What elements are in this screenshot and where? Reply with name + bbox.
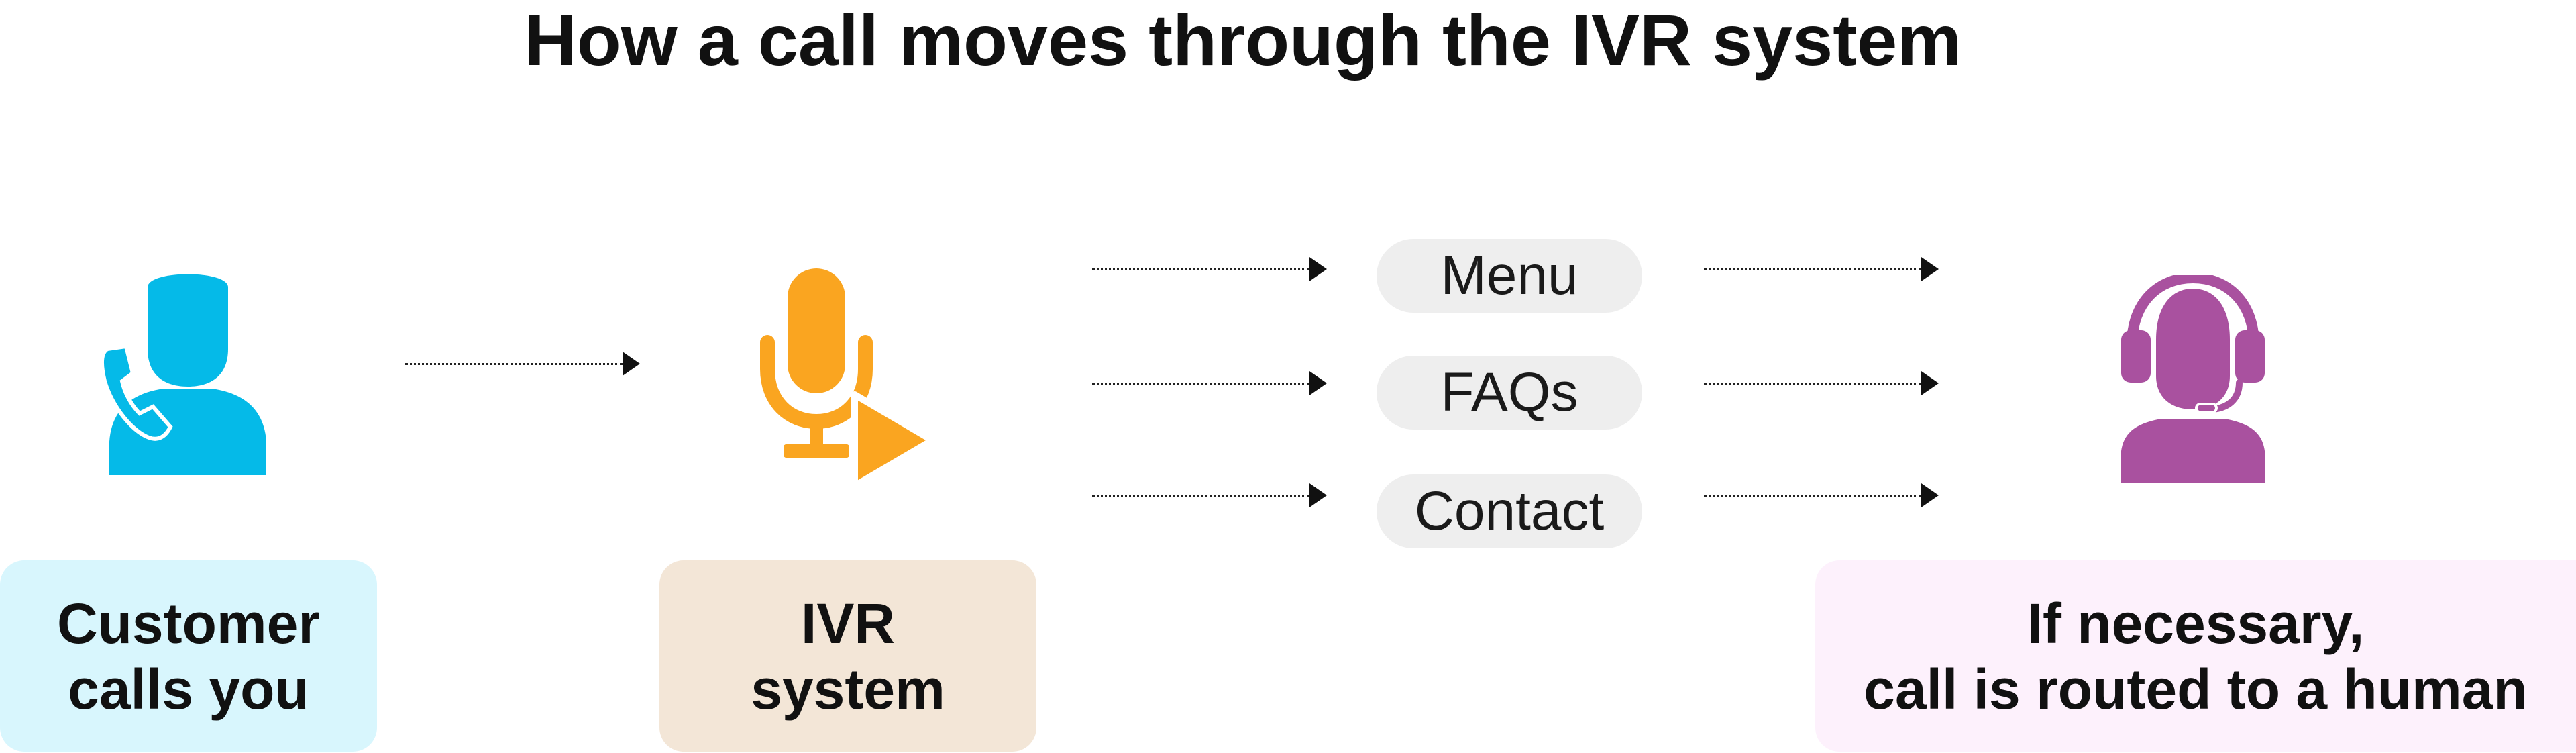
diagram-title: How a call moves through the IVR system	[524, 0, 1962, 81]
option-pill-contact: Contact	[1377, 474, 1642, 548]
agent-label-box: If necessary, call is routed to a human	[1815, 560, 2576, 752]
arrow-faqs-to-agent	[1704, 366, 1939, 400]
agent-label-line-2: call is routed to a human	[1864, 657, 2528, 721]
agent-label-line-1: If necessary,	[2027, 591, 2365, 655]
microphone-play-icon	[760, 268, 934, 489]
ivr-label-line-1: IVR	[800, 591, 896, 655]
ivr-label-box: IVR system	[659, 560, 1036, 752]
arrow-ivr-to-contact	[1092, 479, 1327, 512]
arrow-menu-to-agent	[1704, 252, 1939, 286]
headset-agent-icon	[2121, 275, 2265, 483]
arrow-customer-to-ivr	[405, 347, 640, 381]
arrow-ivr-to-faqs	[1092, 366, 1327, 400]
customer-label-line-1: Customer	[56, 591, 321, 655]
arrow-contact-to-agent	[1704, 479, 1939, 512]
customer-label-line-2: calls you	[68, 657, 309, 721]
customer-label-box: Customer calls you	[0, 560, 377, 752]
customer-phone-icon	[99, 274, 266, 475]
arrow-ivr-to-menu	[1092, 252, 1327, 286]
ivr-label-line-2: system	[751, 657, 945, 721]
option-pill-faqs: FAQs	[1377, 356, 1642, 430]
option-pill-menu: Menu	[1377, 239, 1642, 313]
